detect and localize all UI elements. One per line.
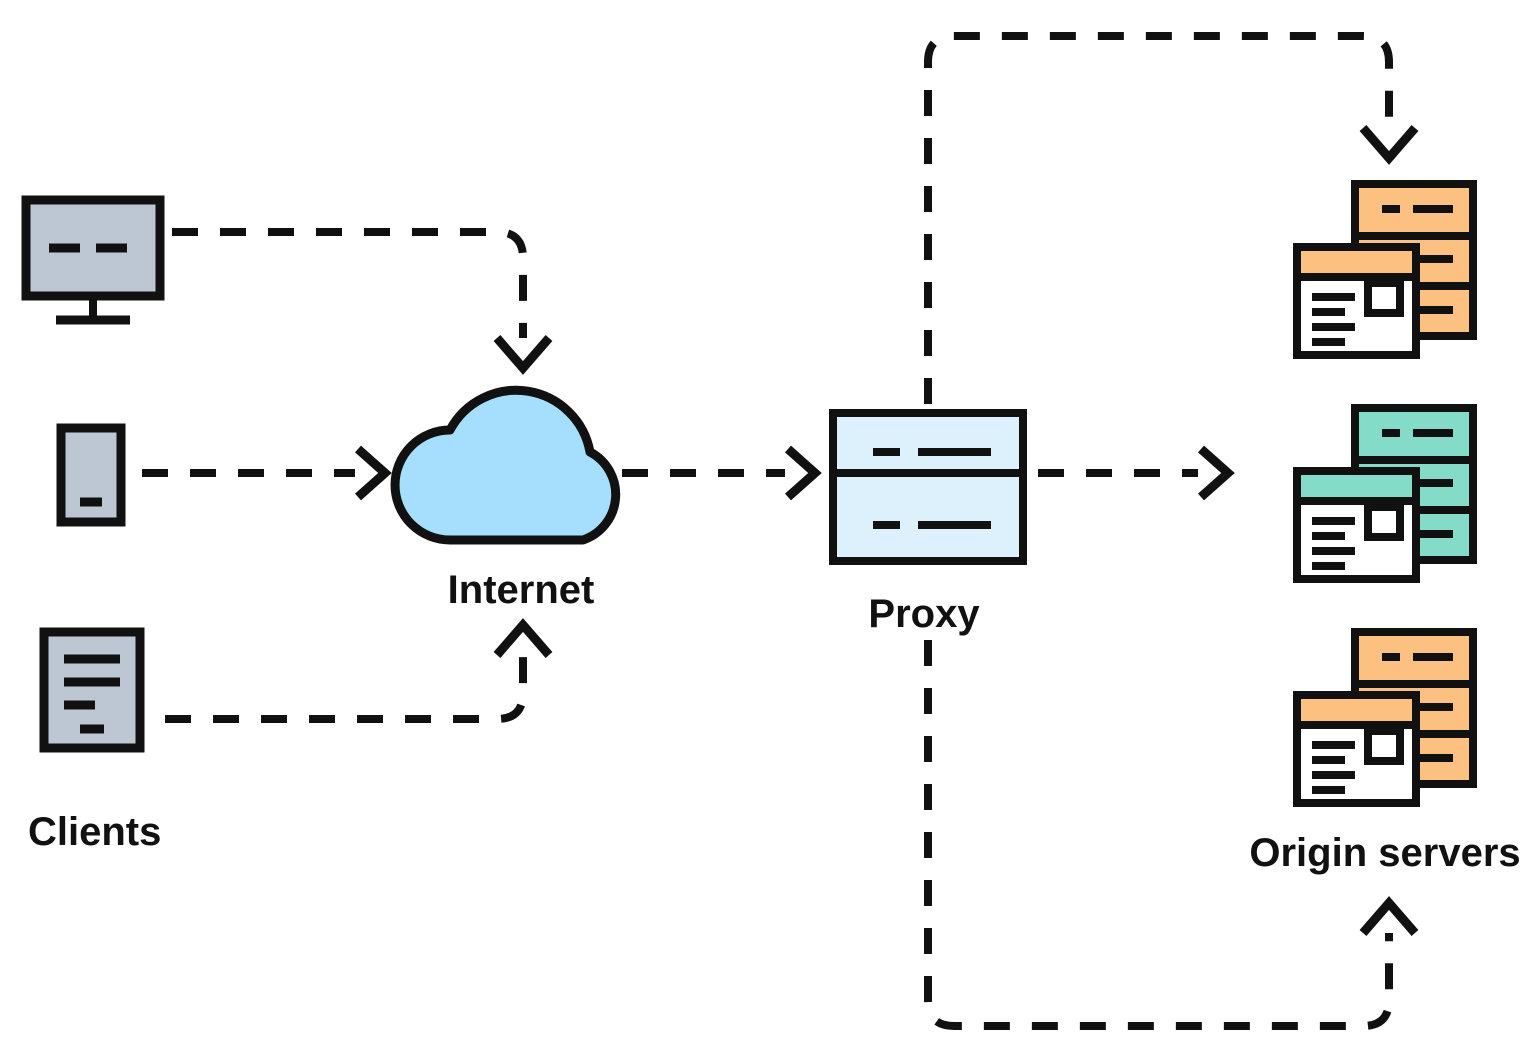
connection-phone-to-internet [142, 445, 392, 501]
internet-label: Internet [448, 568, 595, 612]
connection-document-to-internet [165, 618, 553, 723]
connection-proxy-to-origin-bottom [924, 640, 1419, 1030]
client-document-icon [39, 627, 145, 753]
clients-label: Clients [28, 810, 161, 854]
origin-server-1-icon [1293, 180, 1477, 359]
connection-monitor-to-internet [172, 228, 553, 375]
proxy-icon [829, 409, 1027, 565]
proxy-label: Proxy [868, 592, 980, 636]
origin-server-2-icon [1293, 404, 1477, 583]
client-monitor-icon [21, 195, 165, 325]
internet-cloud-icon [390, 385, 621, 545]
origin-servers-label: Origin servers [1249, 831, 1520, 875]
origin-server-3-icon [1293, 628, 1477, 807]
connection-internet-to-proxy [622, 445, 822, 501]
client-phone-icon [56, 423, 126, 527]
connection-proxy-to-origin-top [924, 32, 1419, 404]
connection-proxy-to-origin-middle [1038, 445, 1235, 501]
